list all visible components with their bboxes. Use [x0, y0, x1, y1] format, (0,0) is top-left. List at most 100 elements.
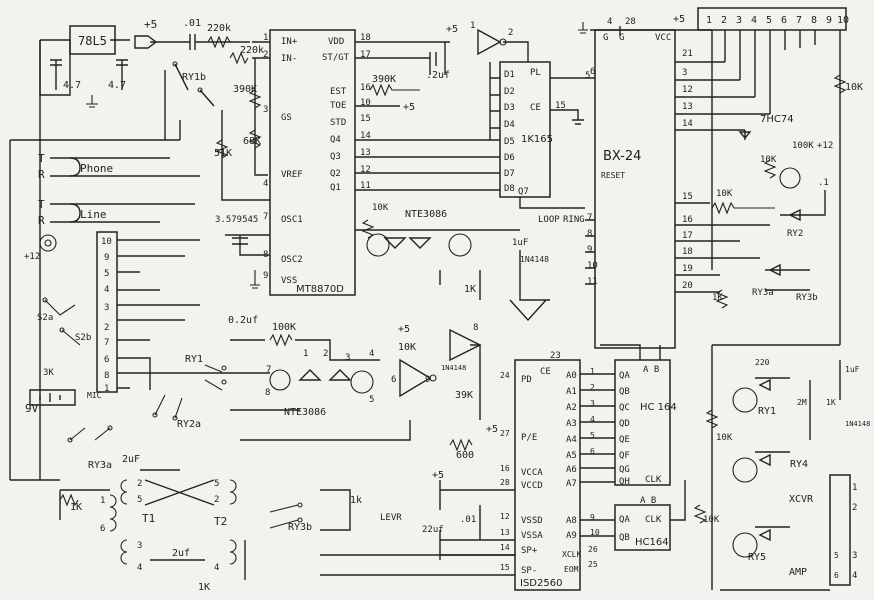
shift-165-pl: PL	[530, 68, 541, 78]
relay-ry3b: RY3b	[288, 522, 312, 533]
micro-left-pin: 5	[585, 71, 590, 81]
header-pin: 9	[826, 15, 832, 26]
micro-right-pin: 17	[682, 231, 693, 241]
out-conn: 6	[834, 571, 839, 580]
header-pin: 6	[781, 15, 787, 26]
isd-ce-no: 23	[550, 351, 561, 361]
audio-pin: 1	[303, 349, 308, 359]
relay-ry1: RY1	[185, 354, 203, 365]
dtmf-pin-no: 9	[263, 271, 268, 281]
audio-pin: 8	[473, 323, 478, 333]
dtmf-toe: +5	[403, 102, 415, 113]
conn-phone: Phone	[80, 162, 113, 175]
hc164a-q: QD	[619, 419, 630, 429]
audio-pin: 6	[391, 375, 396, 385]
dtmf-pin-no: 14	[360, 131, 371, 141]
micro-right-pin: 13	[682, 102, 693, 112]
isd-left-no: 14	[500, 543, 510, 552]
inverter-pin: 1	[470, 21, 475, 31]
relay-ry3a: RY3a	[88, 460, 112, 471]
isd-addr-no: 6	[590, 447, 595, 456]
isd-left-no: 27	[500, 429, 510, 438]
phone-line-connectors: T R Phone T R Line +12	[24, 152, 200, 262]
switch-mic: MIC	[87, 391, 102, 400]
hc74-r1: 10K	[760, 155, 777, 165]
isd-xclk: XCLK	[562, 550, 581, 559]
shift-165-pin: D1	[504, 70, 515, 80]
shift-register-165: 1 2 D1 D2 D3 D4 D5 D6 D7 D8 PL CE 1K165 …	[470, 21, 595, 209]
isd-left: PD	[521, 375, 532, 385]
micro-top-pin: +5	[673, 14, 685, 25]
audio-pin: 5	[369, 395, 374, 405]
isd-addr: A3	[566, 419, 577, 429]
isd-left-no: 13	[500, 528, 510, 537]
audio-pin: 8	[265, 388, 270, 398]
conn-ring: R	[38, 168, 45, 181]
isd-left: VCCA	[521, 468, 543, 478]
out-xcvr: XCVR	[789, 494, 814, 505]
audio-pin: 3	[345, 353, 350, 363]
bx24-micro: BX-24 RESET 4 28 G G VCC +5 5 6 7 8 9 10…	[538, 14, 770, 349]
dtmf-pin-name: IN-	[281, 54, 297, 64]
dtmf-pin-no: 1	[263, 33, 268, 43]
out-d: 1N4148	[845, 420, 870, 428]
isd-left-no: 15	[500, 563, 510, 572]
audio-cap: 0.2uf	[228, 315, 258, 326]
micro-right-pin: 15	[682, 192, 693, 202]
xfmr-pin: 1	[100, 496, 105, 506]
switch-s2a: S2a	[37, 313, 53, 323]
conn-ring-2: R	[38, 214, 45, 227]
out-amp: AMP	[789, 567, 807, 578]
switch-r3k: 3K	[43, 368, 54, 378]
hc164-lower: HC164 A B QA QB CLK	[580, 480, 686, 551]
output-drivers: 10K 10K 1K RY1 RY4 RY5 XCVR AMP 2M 1K 1u…	[693, 263, 870, 591]
isd-addr: A8	[566, 516, 577, 526]
switch-s2b: S2b	[75, 333, 91, 343]
xfmr-pin: 2	[214, 495, 219, 505]
isd-pin: 26	[588, 545, 598, 554]
micro-left-pin: 9	[587, 245, 592, 255]
dtmf-pin-no: 17	[360, 50, 371, 60]
hc74-ry: RY2	[787, 229, 803, 239]
audio-pin: 2	[323, 349, 328, 359]
dtmf-pin-name: OSC1	[281, 215, 303, 225]
micro-top-pin: 4	[607, 17, 612, 27]
audio-r600: 600	[456, 450, 474, 461]
opto-part-1: NTE3086	[405, 209, 447, 220]
xfmr-pin: 6	[100, 524, 105, 534]
dtmf-pin-name: OSC2	[281, 255, 303, 265]
out-c1uf: 1uF	[845, 365, 860, 374]
dtmf-pin-name: IN+	[281, 37, 298, 47]
input-r4: 68K	[243, 136, 261, 147]
dtmf-part: MT8870D	[296, 284, 344, 295]
switch-pin: 10	[101, 237, 112, 247]
micro-left-pin: 7	[587, 213, 592, 223]
dtmf-vplus: +5	[446, 24, 458, 35]
dtmf-pin-name: Q4	[330, 135, 341, 145]
hc164a-q: QF	[619, 451, 630, 461]
opto-diode: 1N4148	[520, 255, 549, 264]
isd-addr: A9	[566, 531, 577, 541]
isd-addr: A2	[566, 403, 577, 413]
out-r2m: 2M	[797, 398, 807, 407]
dtmf-crystal: 3.579545	[215, 215, 258, 225]
dtmf-pin-no: 13	[360, 148, 371, 158]
dtmf-pin-name: EST	[330, 87, 347, 97]
dtmf-pin-no: 3	[263, 105, 268, 115]
relays-left: RY1 RY2a RY3a RY3b	[67, 354, 312, 533]
hc164b-clk: CLK	[645, 515, 662, 525]
ry1b-label: RY1b	[182, 72, 206, 83]
isd-addr: A4	[566, 435, 577, 445]
header-pin: 8	[811, 15, 817, 26]
out-conn: 5	[834, 551, 839, 560]
header-pin: 7	[796, 15, 802, 26]
micro-right-pin: 12	[682, 85, 693, 95]
inverter-pin: 2	[508, 28, 513, 38]
shift-165-pin: D4	[504, 120, 515, 130]
isd-addr-no: 9	[590, 513, 595, 522]
header-pin: 10	[837, 15, 849, 26]
hc164a-clk: CLK	[645, 475, 662, 485]
isd-lvl: LEVR	[380, 513, 402, 523]
micro-right-pin: 21	[682, 49, 693, 59]
isd-v: +5	[432, 470, 444, 481]
